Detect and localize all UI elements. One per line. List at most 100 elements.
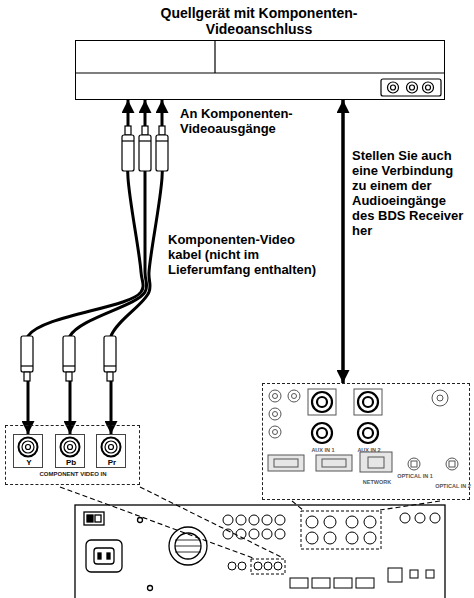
rca-plug-bottom xyxy=(66,372,72,381)
jack-label: Y xyxy=(26,458,31,468)
rca-plug-bottom xyxy=(63,365,75,366)
receiver-rear-panel xyxy=(274,562,282,570)
receiver-rear-panel xyxy=(262,529,272,539)
source-device-detail xyxy=(75,72,445,73)
receiver-rear-panel xyxy=(249,529,259,539)
jack-ring xyxy=(105,441,117,453)
receiver-rear-panel xyxy=(388,568,402,582)
source-device-detail xyxy=(388,82,399,93)
source-device: Quellgerät mit Komponenten-Videoanschlus… xyxy=(75,40,445,100)
audio-panel-detail xyxy=(316,455,352,471)
audio-panel-detail xyxy=(292,394,297,399)
receiver-rear-panel xyxy=(426,570,434,578)
source-device-detail xyxy=(391,85,396,90)
audio-panel-detail xyxy=(363,397,373,407)
rca-plug-bottom xyxy=(104,336,116,372)
rca-plug-top xyxy=(139,135,151,171)
panel-label: COMPONENT VIDEO IN xyxy=(39,471,106,478)
audio-panel-detail xyxy=(268,389,458,472)
receiver-rear-panel xyxy=(75,505,445,598)
jack-symbol xyxy=(14,435,42,459)
receiver-rear-panel xyxy=(98,553,101,559)
jack-symbol xyxy=(56,435,84,459)
panel-label: OPTICAL IN 1 xyxy=(397,473,433,480)
component-cable xyxy=(109,100,163,434)
receiver-rear-panel xyxy=(236,515,246,525)
receiver-rear-panel xyxy=(275,529,285,539)
audio-panel-detail xyxy=(288,390,300,402)
rca-plug-top xyxy=(156,140,168,141)
rca-plug-bottom xyxy=(21,365,33,366)
receiver-rear-panel xyxy=(148,586,153,591)
receiver-rear-panel xyxy=(228,562,236,570)
audio-panel-detail xyxy=(368,457,384,468)
audio-panel-detail xyxy=(317,428,327,438)
component-cable xyxy=(67,100,147,434)
device-heading: Quellgerät mit Komponenten-Videoanschlus… xyxy=(155,5,363,37)
rca-plug-bottom xyxy=(107,372,113,381)
receiver-rear-panel xyxy=(275,515,285,525)
receiver-rear-panel xyxy=(301,511,381,549)
audio-panel-detail xyxy=(312,392,378,443)
audio-panel-detail xyxy=(449,461,455,467)
rca-plug-top xyxy=(139,140,151,141)
rca-plug-bottom xyxy=(24,372,30,381)
rca-jack: Pb xyxy=(55,434,85,468)
leader-line xyxy=(60,487,440,558)
panel-label: AUX IN 2 xyxy=(357,447,380,454)
audio-panel-detail xyxy=(274,459,298,467)
audio-panel-detail xyxy=(411,461,417,467)
source-device-detail xyxy=(75,40,445,96)
receiver-rear-panel xyxy=(75,505,445,598)
rca-jack: Y xyxy=(13,434,43,468)
rca-plug-top xyxy=(156,135,168,171)
receiver-rear-panel xyxy=(95,515,101,522)
receiver-rear-panel xyxy=(346,516,358,528)
receiver-rear-panel xyxy=(356,578,374,588)
rca-plug-bottom xyxy=(21,336,116,381)
jack-ring xyxy=(102,438,121,457)
receiver-rear-panel xyxy=(312,578,330,588)
rca-plug-top xyxy=(122,126,168,171)
audio-panel-detail xyxy=(322,459,346,467)
receiver-rear-panel xyxy=(324,532,336,544)
rca-plug-bottom xyxy=(21,336,33,372)
audio-panel-detail xyxy=(317,397,327,407)
jack-label: Pb xyxy=(66,458,76,468)
jack-ring xyxy=(109,445,114,450)
audio-panel-detail xyxy=(437,395,443,401)
receiver-rear-panel xyxy=(254,562,262,570)
rca-plug-top xyxy=(125,126,131,135)
receiver-rear-panel xyxy=(251,511,381,574)
leader-line xyxy=(292,501,303,510)
rca-plug-top xyxy=(122,140,134,141)
component-video-inset: COMPONENT VIDEO IN Y Pb Pr xyxy=(5,425,140,485)
receiver-rear-panel xyxy=(251,559,285,574)
receiver-rear-panel xyxy=(364,516,376,528)
audio-panel-detail xyxy=(312,392,332,412)
jack-label: Pr xyxy=(108,458,116,468)
audio-panel-detail xyxy=(354,389,382,415)
leader-line xyxy=(60,487,253,558)
audio-panel-detail xyxy=(269,426,281,438)
source-device-detail xyxy=(407,82,418,93)
jack-ring xyxy=(22,441,34,453)
audio-input-inset: AUX IN 1AUX IN 2NETWORKOPTICAL IN 1OPTIC… xyxy=(262,383,470,500)
source-device-detail xyxy=(410,85,415,90)
audio-panel-detail xyxy=(273,394,278,399)
rca-plug-bottom xyxy=(63,336,75,372)
jack-symbol xyxy=(97,435,125,459)
jack-ring xyxy=(68,445,73,450)
audio-panel-detail xyxy=(273,412,278,417)
callout-label: Komponenten-Video kabel (nicht im Liefer… xyxy=(168,232,328,277)
audio-panel-detail xyxy=(269,390,281,402)
receiver-rear-panel xyxy=(306,516,318,528)
rca-jack: Pr xyxy=(96,434,126,468)
leader-line xyxy=(380,501,440,510)
callout-label: An Komponenten- Videoausgänge xyxy=(180,106,305,136)
receiver-rear-panel xyxy=(364,532,376,544)
audio-panel-detail xyxy=(308,389,336,415)
audio-panel-detail xyxy=(268,455,304,471)
receiver-rear-panel xyxy=(84,512,104,525)
